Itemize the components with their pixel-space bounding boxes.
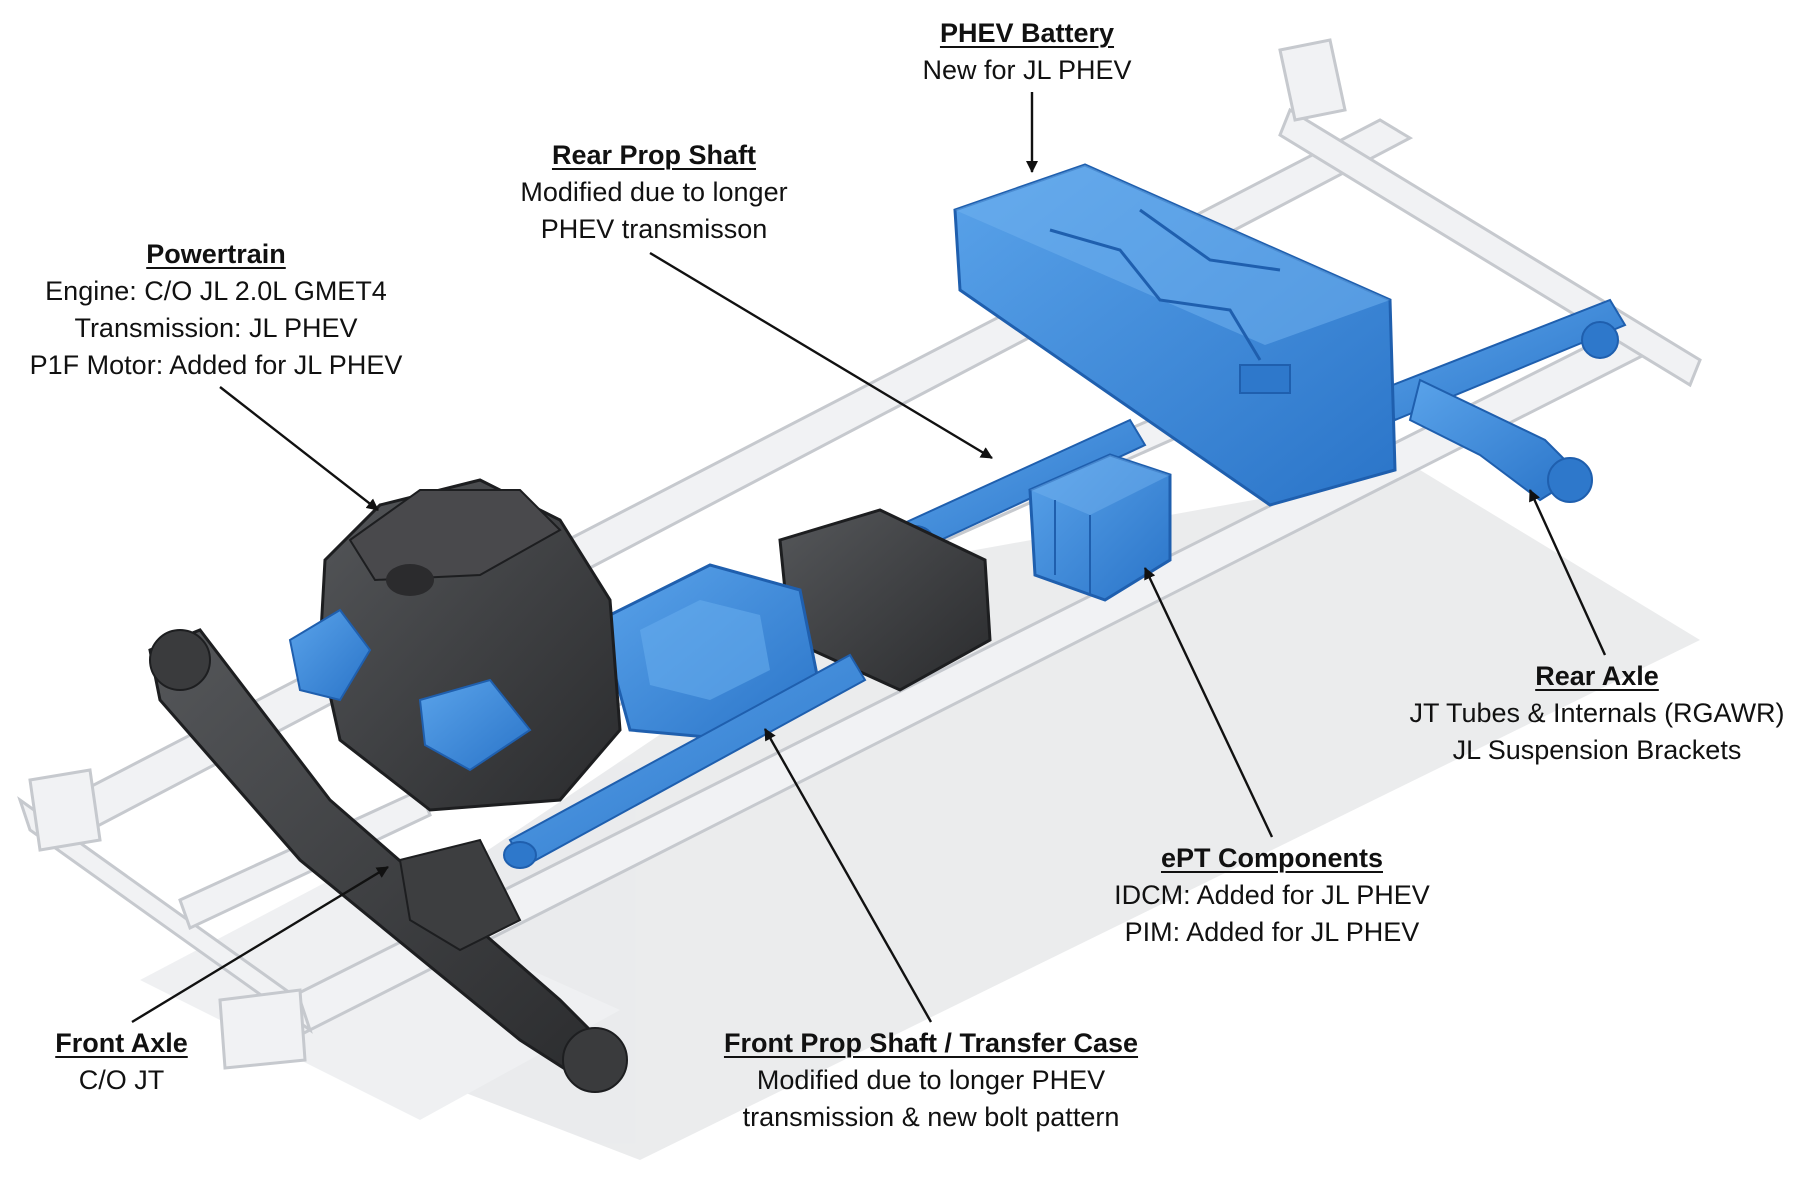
callout-line: PHEV transmisson (540, 214, 768, 244)
leader-rear-axle (1528, 489, 1607, 656)
rear-axle (1378, 298, 1627, 503)
leader-front-axle (131, 865, 389, 1024)
callout-title: Rear Axle (1535, 661, 1659, 691)
ept-components (1028, 453, 1172, 602)
callout-title: Rear Prop Shaft (551, 140, 757, 170)
callout-line: Transmission: JL PHEV (74, 313, 358, 343)
callout-line: JL Suspension Brackets (1452, 735, 1742, 765)
callout-line: Modified due to longer (520, 177, 788, 207)
callout-line: PIM: Added for JL PHEV (1124, 917, 1420, 947)
callout-line: JT Tubes & Internals (RGAWR) (1409, 698, 1785, 728)
p1f-motor (288, 608, 372, 702)
phev-battery (953, 163, 1397, 507)
callout-title: Front Axle (55, 1028, 188, 1058)
callout-line: Engine: C/O JL 2.0L GMET4 (45, 276, 387, 306)
frame-bracket-front-right (218, 988, 307, 1070)
callout-front-prop-shaft: Front Prop Shaft / Transfer Case Modifie… (678, 1025, 1184, 1136)
callout-line: Modified due to longer PHEV (756, 1065, 1106, 1095)
callout-rear-prop-shaft: Rear Prop Shaft Modified due to longer P… (460, 137, 848, 248)
ground-shadow (140, 470, 1700, 1160)
callout-line: C/O JT (78, 1065, 165, 1095)
callout-rear-axle: Rear Axle JT Tubes & Internals (RGAWR) J… (1378, 658, 1816, 769)
callout-title: ePT Components (1160, 843, 1383, 873)
callout-phev-battery: PHEV Battery New for JL PHEV (877, 15, 1177, 89)
engine (288, 478, 622, 812)
callout-line: transmission & new bolt pattern (742, 1102, 1120, 1132)
callout-powertrain: Powertrain Engine: C/O JL 2.0L GMET4 Tra… (0, 236, 432, 384)
phev-transmission (598, 563, 822, 742)
callout-title: Powertrain (146, 239, 286, 269)
frame-bracket-front-left (28, 768, 102, 852)
frame-crossmember-front (17, 796, 313, 1034)
callout-front-axle: Front Axle C/O JT (20, 1025, 223, 1099)
leader-powertrain (219, 386, 379, 511)
callout-ept-components: ePT Components IDCM: Added for JL PHEV P… (1075, 840, 1469, 951)
callout-line: IDCM: Added for JL PHEV (1114, 880, 1430, 910)
leader-lines (131, 92, 1607, 1024)
leader-ept (1143, 567, 1274, 838)
callout-title: PHEV Battery (939, 18, 1115, 48)
front-prop-shaft (503, 653, 867, 869)
front-axle (148, 628, 628, 1093)
frame-tower-rear (1278, 38, 1347, 122)
leader-rear-prop (649, 251, 993, 460)
callout-line: P1F Motor: Added for JL PHEV (29, 350, 403, 380)
callout-title: Front Prop Shaft / Transfer Case (723, 1028, 1139, 1058)
leader-front-prop (763, 728, 933, 1023)
callout-line: New for JL PHEV (922, 55, 1132, 85)
